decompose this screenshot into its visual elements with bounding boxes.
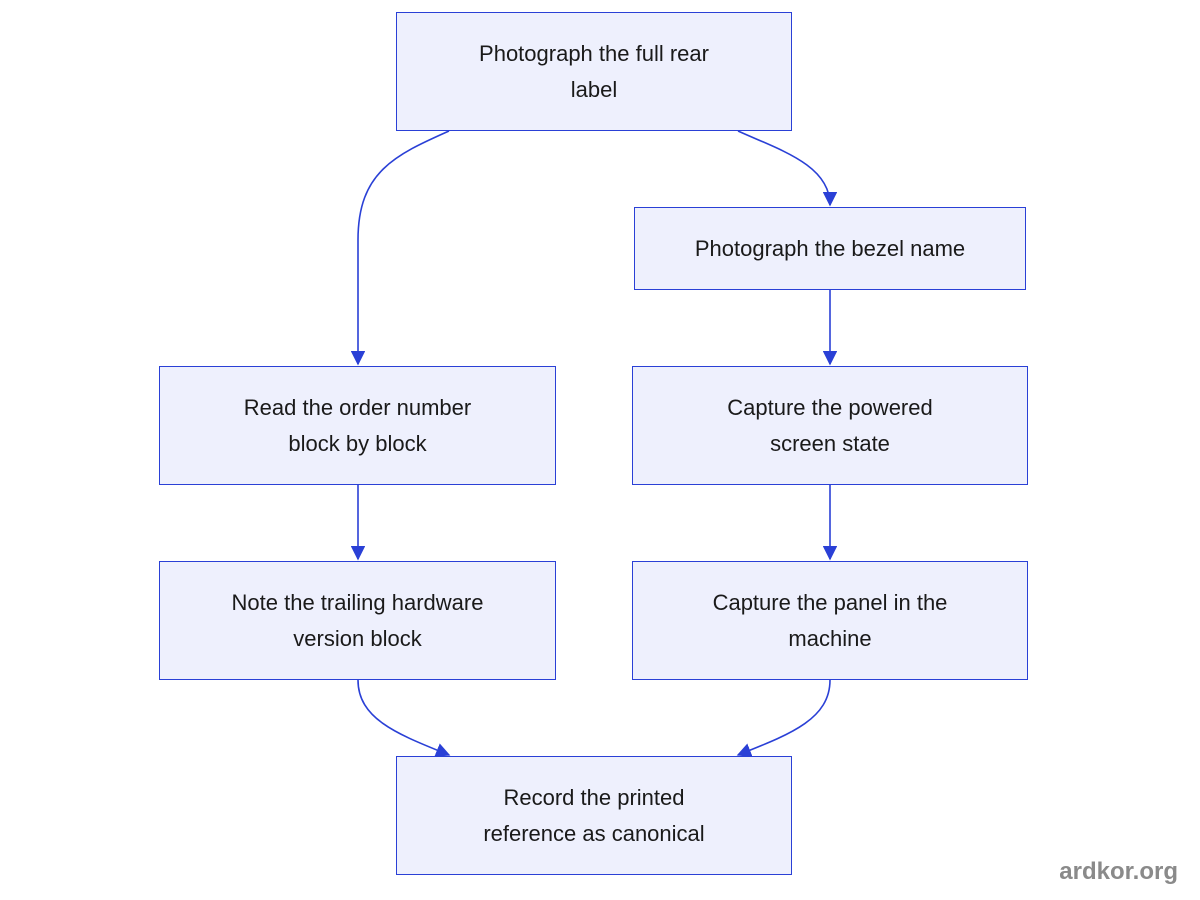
node-text-line: Read the order number: [243, 394, 472, 420]
node-text-line: label: [570, 76, 618, 102]
node-text-line: screen state: [770, 430, 890, 456]
node-photograph-bezel-name: Photograph the bezel name: [634, 207, 1026, 290]
node-text: Capture the powered screen state: [727, 390, 932, 462]
node-text: Photograph the bezel name: [695, 231, 965, 267]
node-text: Read the order number block by block: [244, 390, 471, 462]
node-text-line: Photograph the full rear: [479, 40, 709, 66]
node-text: Note the trailing hardware version block: [232, 585, 484, 657]
node-text-line: Note the trailing hardware: [231, 589, 484, 615]
node-text: Photograph the full rear label: [479, 36, 709, 108]
edge-rear-label-to-order-number: [350, 130, 450, 366]
node-text-line: version block: [293, 625, 422, 651]
node-text: Record the printed reference as canonica…: [483, 780, 704, 852]
node-text-line: reference as canonical: [483, 820, 705, 846]
node-text-line: Photograph the bezel name: [694, 235, 966, 261]
node-text-line: Capture the powered: [727, 394, 933, 420]
node-capture-panel-machine: Capture the panel in the machine: [632, 561, 1028, 680]
node-text-line: block by block: [288, 430, 427, 456]
watermark: ardkor.org: [1059, 858, 1178, 885]
node-text-line: Record the printed: [503, 784, 685, 810]
node-photograph-rear-label: Photograph the full rear label: [396, 12, 792, 131]
node-text: Capture the panel in the machine: [713, 585, 948, 657]
node-record-printed-reference: Record the printed reference as canonica…: [396, 756, 792, 875]
edge-rear-label-to-bezel-name: [737, 130, 838, 207]
node-text-line: Capture the panel in the: [712, 589, 948, 615]
node-capture-screen-state: Capture the powered screen state: [632, 366, 1028, 485]
node-text-line: machine: [788, 625, 872, 651]
node-read-order-number: Read the order number block by block: [159, 366, 556, 485]
node-note-trailing-block: Note the trailing hardware version block: [159, 561, 556, 680]
edge-trailing-block-to-record-reference: [357, 679, 451, 757]
edge-panel-machine-to-record-reference: [736, 679, 831, 757]
